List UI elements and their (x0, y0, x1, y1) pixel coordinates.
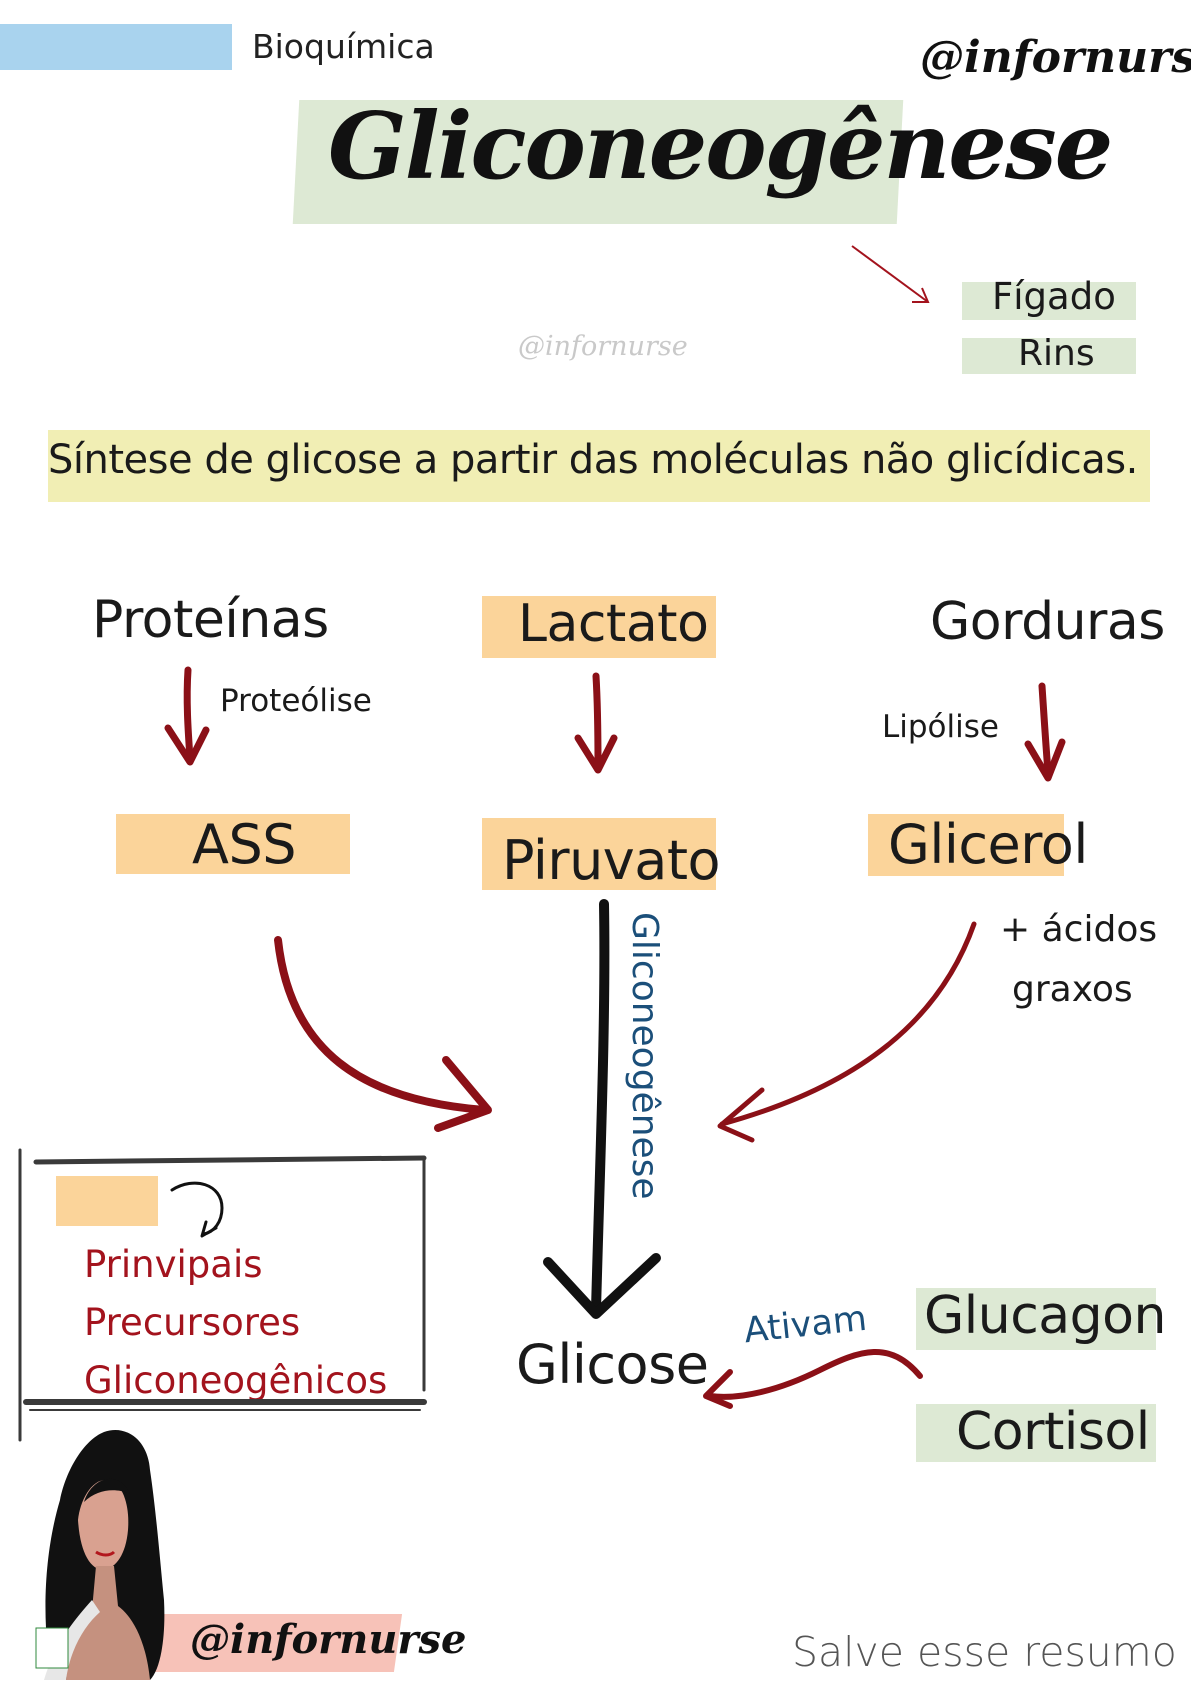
note-line-3: Gliconeogênicos (84, 1359, 388, 1402)
page-title: Gliconeogênese (328, 92, 1113, 200)
footer-handle: @infornurse (190, 1616, 467, 1663)
arrow-proteins-to-ass (164, 666, 210, 766)
note-box-tape (56, 1176, 158, 1226)
intermediate-ass: ASS (192, 813, 297, 876)
process-proteolysis: Proteólise (220, 683, 372, 719)
source-proteins: Proteínas (92, 590, 329, 650)
arrow-glycerol-to-glucose (717, 921, 977, 1143)
source-fats: Gorduras (930, 592, 1165, 652)
organ-pointer-arrow (851, 245, 930, 303)
note-box-curl-arrow (170, 1181, 224, 1238)
pyruvate-tape (482, 818, 716, 890)
note-box-frame (18, 1148, 427, 1442)
arrow-pyruvate-to-glucose (543, 899, 661, 1319)
ass-tape (116, 814, 350, 874)
lactate-tape (482, 596, 716, 658)
intermediate-glycerol: Glicerol (888, 813, 1088, 876)
activator-glucagon: Glucagon (924, 1286, 1166, 1346)
fatty-acids-line-1: + ácidos (1000, 909, 1158, 950)
note-line-2: Precursores (84, 1301, 301, 1344)
arrow-activators-to-glucose (703, 1349, 923, 1409)
organ-liver: Fígado (992, 275, 1116, 318)
process-lipolysis: Lipólise (882, 709, 999, 745)
author-avatar (35, 1429, 165, 1680)
fatty-acids-line-2: graxos (1012, 969, 1133, 1010)
author-handle-top: @infornurse (920, 32, 1191, 83)
arrow-lactate-to-pyruvate (574, 672, 618, 774)
organ-kidneys: Rins (1018, 333, 1095, 374)
activator-cortisol: Cortisol (956, 1402, 1150, 1462)
footer-cta: Salve esse resumo (792, 1628, 1177, 1676)
source-lactate: Lactato (518, 594, 709, 654)
organ-tape-kidneys (962, 338, 1136, 374)
header-color-tape (0, 24, 232, 70)
product-glucose: Glicose (516, 1333, 709, 1396)
organ-tape-liver (962, 282, 1136, 320)
arrow-ass-to-glucose (274, 936, 492, 1132)
note-line-1: Prinvipais (84, 1243, 263, 1286)
glucagon-tape (916, 1288, 1156, 1350)
definition-tape (48, 430, 1150, 502)
intermediate-pyruvate: Piruvato (502, 829, 721, 892)
definition-text: Síntese de glicose a partir das molécula… (48, 437, 1138, 483)
watermark: @infornurse (518, 331, 688, 362)
arrow-fats-to-glycerol (1024, 682, 1066, 782)
cortisol-tape (916, 1404, 1156, 1462)
subject-label: Bioquímica (252, 27, 435, 66)
glycerol-tape (868, 814, 1064, 876)
